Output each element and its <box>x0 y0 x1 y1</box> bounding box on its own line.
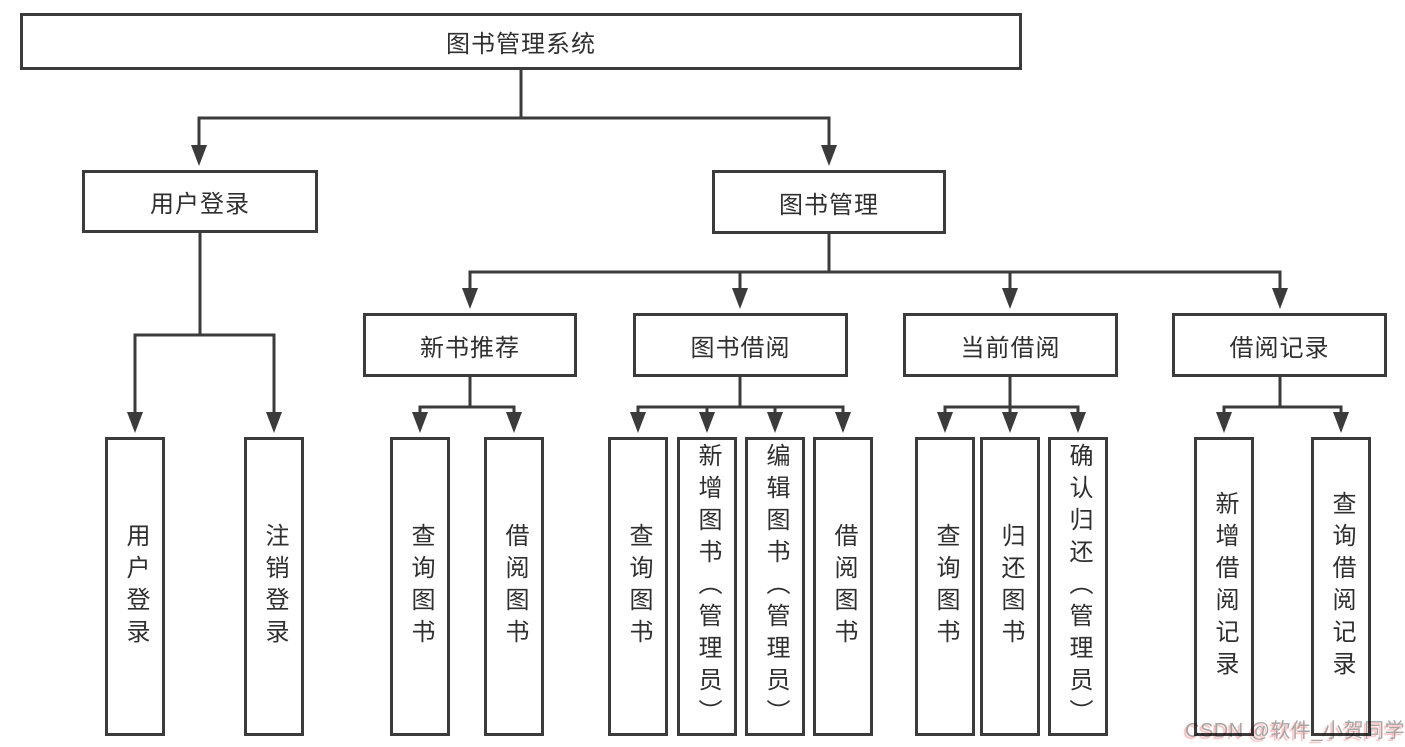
leaf-logout-label: 注销登录 <box>261 522 288 651</box>
leaf-current-query-book: 查询图书 <box>915 437 975 736</box>
leaf-borrowing-borrow-book-label: 借阅图书 <box>830 522 857 651</box>
leaf-logout: 注销登录 <box>244 437 304 736</box>
leaf-edit-book-admin-label: 编辑图书（管理员） <box>762 442 789 731</box>
leaf-current-query-book-label: 查询图书 <box>932 522 959 651</box>
node-root-label: 图书管理系统 <box>446 31 596 58</box>
leaf-recommend-query-book-label: 查询图书 <box>407 522 434 651</box>
leaf-add-book-admin-label: 新增图书（管理员） <box>694 442 721 731</box>
node-new-book-recommend: 新书推荐 <box>363 313 577 377</box>
node-user-login-label: 用户登录 <box>150 191 250 218</box>
leaf-borrowing-query-book-label: 查询图书 <box>625 522 652 651</box>
leaf-recommend-query-book: 查询图书 <box>390 437 450 736</box>
node-book-management-label: 图书管理 <box>779 191 879 219</box>
leaf-query-borrow-record-label: 查询借阅记录 <box>1328 490 1355 683</box>
node-book-management: 图书管理 <box>712 170 946 234</box>
leaf-recommend-borrow-book: 借阅图书 <box>484 437 544 736</box>
leaf-recommend-borrow-book-label: 借阅图书 <box>501 522 528 651</box>
leaf-edit-book-admin: 编辑图书（管理员） <box>745 437 805 736</box>
node-book-borrowing-label: 图书借阅 <box>690 334 791 362</box>
leaf-query-borrow-record: 查询借阅记录 <box>1311 437 1371 736</box>
leaf-confirm-return-admin-label: 确认归还（管理员） <box>1065 442 1092 731</box>
leaf-return-book: 归还图书 <box>980 437 1040 736</box>
leaf-borrowing-borrow-book: 借阅图书 <box>813 437 873 736</box>
node-current-borrowing: 当前借阅 <box>903 313 1118 377</box>
leaf-add-book-admin: 新增图书（管理员） <box>677 437 737 736</box>
node-user-login: 用户登录 <box>82 170 318 233</box>
node-borrow-records-label: 借阅记录 <box>1229 334 1330 362</box>
leaf-borrowing-query-book: 查询图书 <box>608 437 668 736</box>
leaf-user-login-label: 用户登录 <box>122 522 149 651</box>
node-root-system: 图书管理系统 <box>20 13 1022 70</box>
arrowheads <box>127 145 1349 433</box>
node-new-book-recommend-label: 新书推荐 <box>420 334 520 362</box>
leaf-user-login: 用户登录 <box>105 437 165 736</box>
node-borrow-records: 借阅记录 <box>1172 313 1387 377</box>
leaf-return-book-label: 归还图书 <box>997 522 1024 651</box>
node-current-borrowing-label: 当前借阅 <box>960 334 1061 362</box>
leaf-confirm-return-admin: 确认归还（管理员） <box>1048 437 1108 736</box>
leaf-add-borrow-record: 新增借阅记录 <box>1194 437 1254 736</box>
node-book-borrowing: 图书借阅 <box>633 313 848 377</box>
leaf-add-borrow-record-label: 新增借阅记录 <box>1211 490 1238 683</box>
csdn-watermark: CSDN @软件_小贺同学 <box>1185 720 1405 742</box>
